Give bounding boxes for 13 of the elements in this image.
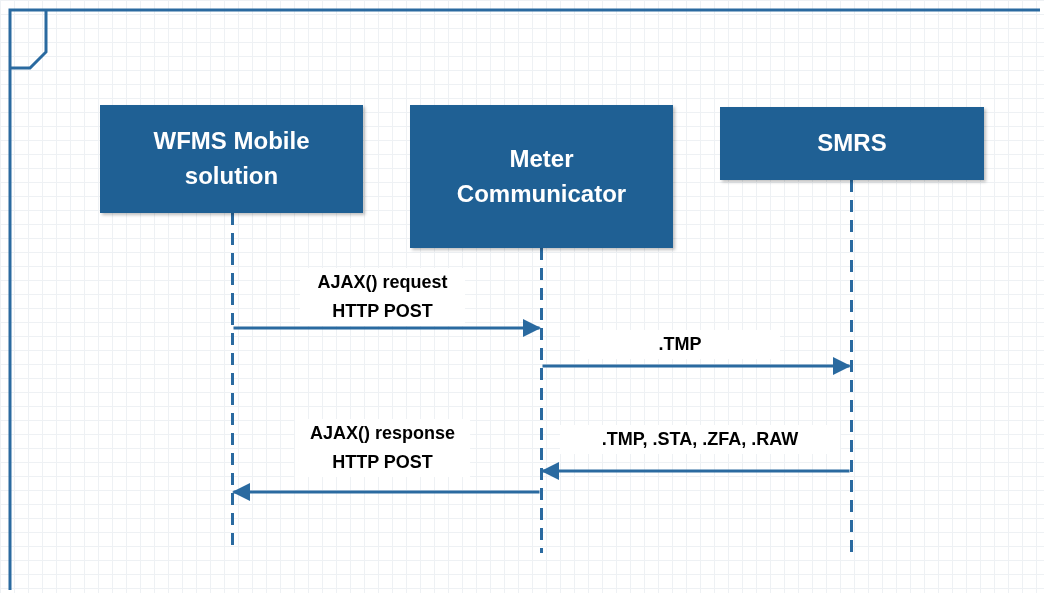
message-arrow [541,462,850,480]
edge-label: .TMP [580,330,780,359]
edge-label: .TMP, .STA, .ZFA, .RAW [560,425,840,454]
participant-box: WFMS Mobile solution [100,105,363,213]
message-arrow [542,357,851,375]
message-arrow [233,319,541,337]
participant-box: SMRS [720,107,984,180]
participant-box: Meter Communicator [410,105,673,248]
lifeline [849,180,853,553]
lifeline [539,248,543,553]
edge-label: AJAX() request HTTP POST [300,268,465,326]
edge-label: AJAX() response HTTP POST [295,419,470,477]
message-arrow [232,483,540,501]
